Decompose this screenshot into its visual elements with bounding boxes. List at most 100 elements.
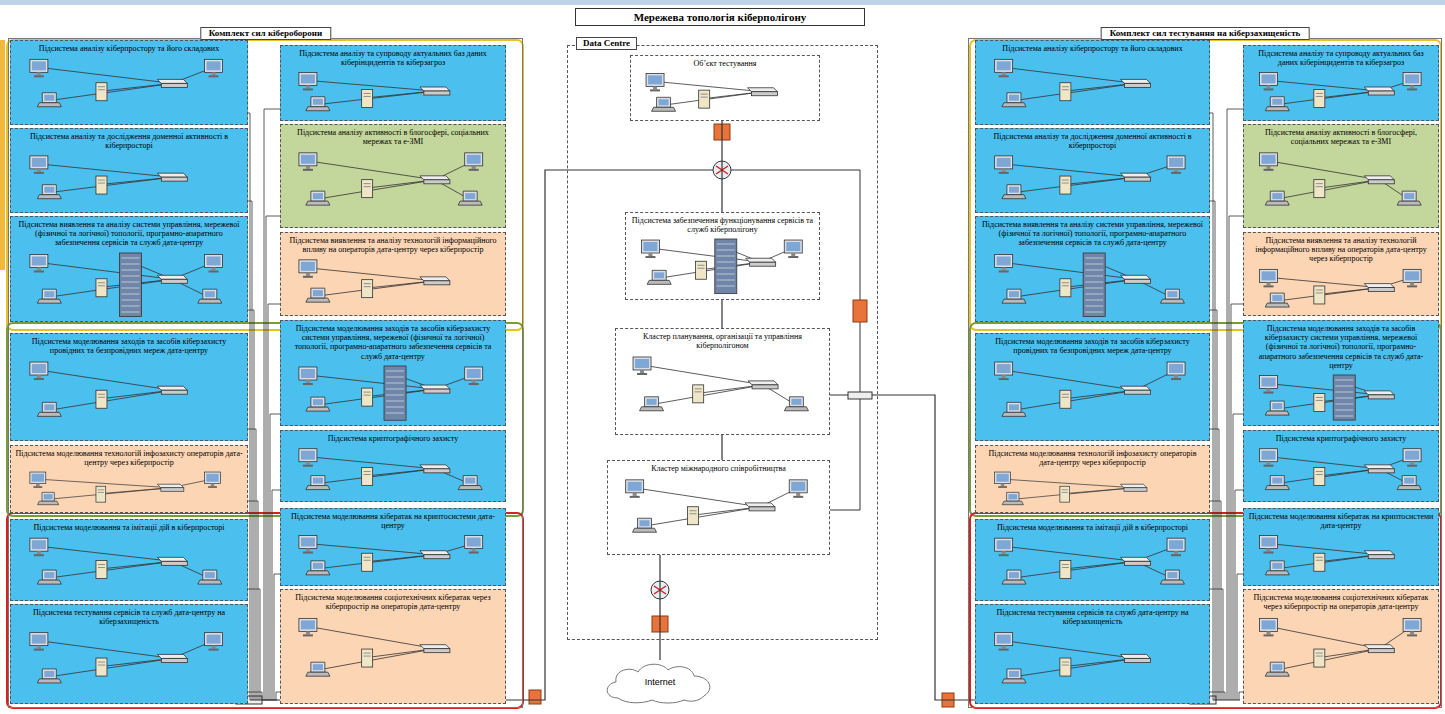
- server-slots: [1062, 282, 1069, 285]
- laptop-screen: [44, 572, 54, 578]
- monitor-icon: [626, 480, 644, 493]
- monitor-screen: [791, 482, 805, 491]
- switch-front: [1124, 178, 1150, 182]
- monitor-icon: [1167, 156, 1185, 169]
- network-link: [523, 170, 567, 700]
- monitor-screen: [648, 76, 662, 85]
- heading-label: Комплект сил кібероборони: [200, 27, 331, 40]
- monitor-stand: [1002, 375, 1006, 378]
- rack-unit: [717, 286, 735, 287]
- monitor-icon: [1260, 153, 1278, 166]
- rack-unit: [386, 370, 404, 371]
- icon-group: [995, 253, 1185, 316]
- rack-unit: [122, 269, 140, 270]
- switch-icon: [1364, 391, 1394, 395]
- monitor-stand: [306, 273, 310, 276]
- laptop-icon: [203, 570, 217, 580]
- device-icons: [1244, 533, 1438, 584]
- subsystem-box: Підсистема моделювання соціотехнічних кі…: [280, 589, 506, 704]
- device-cable: [642, 365, 763, 385]
- subsystem-label: Підсистема виявлення та аналізу технолог…: [1244, 233, 1438, 266]
- monitor-base: [1264, 169, 1274, 171]
- subsystem-box: Кластер міжнародного співробітництва: [607, 460, 830, 555]
- bus-wire: [266, 216, 280, 700]
- switch-front: [424, 555, 450, 559]
- server-slots: [1316, 653, 1323, 656]
- switch-front: [161, 391, 187, 395]
- rack-unit: [386, 376, 404, 377]
- subsystem-box: Підсистема аналізу та супроводу актуальн…: [1243, 45, 1439, 121]
- switch-front: [424, 649, 450, 653]
- icon-group: [995, 156, 1185, 199]
- laptop-icon: [42, 185, 56, 195]
- monitor-screen: [467, 155, 481, 164]
- subsystem-label: Підсистема забезпечення функціонування с…: [626, 213, 819, 236]
- laptop-base: [37, 299, 61, 303]
- monitor-icon: [1260, 73, 1278, 86]
- monitor-stand: [1267, 549, 1271, 552]
- switch-front: [424, 469, 450, 473]
- bus-wire: [248, 310, 254, 700]
- data-centre-box: Data CentreОб’єкт тестуванняПідсистема з…: [567, 45, 878, 640]
- monitor-icon: [646, 74, 664, 87]
- monitor-icon: [1403, 73, 1421, 86]
- monitor-screen: [1262, 155, 1276, 164]
- bus-wire: [1231, 304, 1243, 700]
- laptop-screen: [44, 291, 54, 297]
- rack-unit: [122, 299, 140, 300]
- monitor-screen: [301, 369, 315, 378]
- firewall-icon: [529, 690, 541, 704]
- monitor-stand: [212, 267, 216, 270]
- server-icon: [1060, 391, 1071, 409]
- monitor-base: [303, 465, 313, 467]
- monitor-stand: [306, 380, 310, 383]
- device-cable: [1276, 395, 1379, 409]
- monitor-stand: [212, 73, 216, 76]
- heading-label: Internet: [600, 677, 720, 688]
- laptop-icon: [1402, 192, 1416, 202]
- rack-unit: [1085, 281, 1103, 282]
- server-icon: [1060, 176, 1071, 194]
- server-slots: [98, 180, 105, 183]
- monitor-base: [469, 552, 479, 554]
- laptop-screen: [313, 291, 323, 297]
- subsystem-box: Підсистема забезпечення функціонування с…: [625, 212, 820, 300]
- switch-front: [752, 92, 778, 96]
- subsystem-label: Підсистема виявлення та аналізу системи …: [11, 217, 247, 250]
- subsystem-box: Підсистема аналізу кіберпростору та його…: [10, 40, 248, 125]
- switch-icon: [157, 174, 187, 178]
- monitor-screen: [1262, 451, 1276, 460]
- rack-unit: [1335, 385, 1353, 386]
- laptop-icon: [1007, 403, 1021, 413]
- laptop-base: [37, 195, 61, 199]
- laptop-screen: [1009, 405, 1019, 411]
- monitor-screen: [301, 451, 315, 460]
- bus-wire: [1233, 414, 1243, 700]
- laptop-screen: [1272, 665, 1282, 671]
- bus-wire: [1213, 700, 1240, 701]
- subsystem-box: Підсистема моделювання та імітації дій в…: [10, 519, 248, 601]
- monitor-base: [645, 256, 655, 258]
- device-cable: [1269, 161, 1380, 180]
- server-icon: [688, 507, 699, 525]
- device-cable: [308, 457, 435, 469]
- laptop-base: [306, 673, 330, 677]
- monitor-icon: [30, 362, 48, 375]
- monitor-base: [999, 270, 1009, 272]
- server-slots: [1316, 397, 1323, 400]
- bus-wire: [1210, 589, 1223, 700]
- subsystem-box: Підсистема моделювання та імітації дій в…: [975, 519, 1210, 601]
- server-icon: [693, 385, 704, 403]
- icon-group: [30, 60, 223, 107]
- switch-front: [424, 180, 450, 184]
- device-cable: [48, 84, 172, 101]
- monitor-screen: [786, 242, 800, 251]
- icon-group: [30, 253, 223, 316]
- device-icons: [1244, 267, 1438, 314]
- monitor-screen: [997, 364, 1011, 373]
- monitor-icon: [30, 538, 48, 551]
- monitor-screen: [1405, 271, 1419, 280]
- device-cable: [39, 546, 172, 561]
- monitor-base: [208, 487, 217, 489]
- laptop-icon: [1165, 570, 1179, 580]
